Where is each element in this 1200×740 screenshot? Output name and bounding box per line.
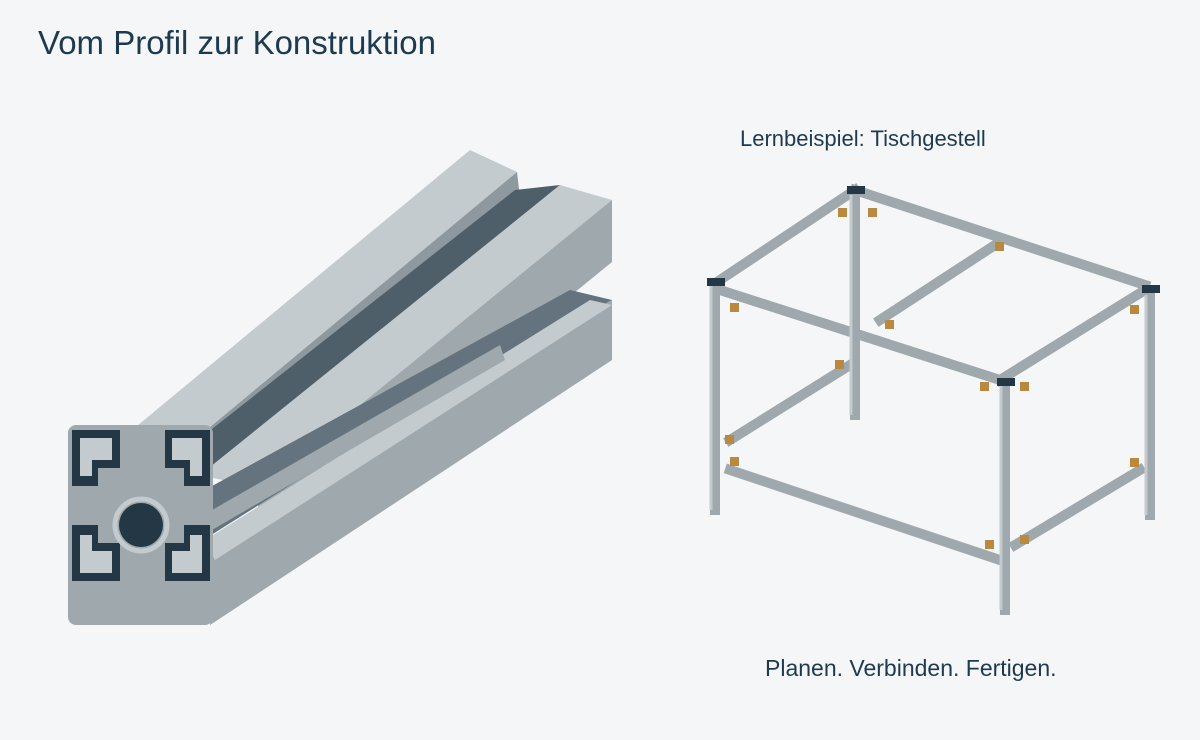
page-title: Vom Profil zur Konstruktion xyxy=(38,24,436,61)
frame-caption: Lernbeispiel: Tischgestell xyxy=(740,126,986,151)
profile-cross-section xyxy=(68,425,213,625)
table-frame-illustration xyxy=(690,170,1180,630)
tagline: Planen. Verbinden. Fertigen. xyxy=(765,655,1057,681)
aluminum-profile-illustration xyxy=(68,150,612,625)
